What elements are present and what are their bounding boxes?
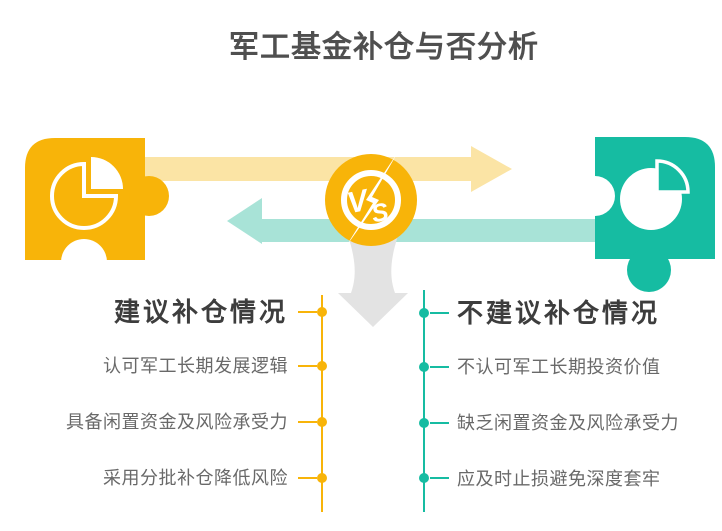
left-timeline xyxy=(298,295,327,512)
right-puzzle-pie-icon xyxy=(575,137,715,292)
right-timeline xyxy=(419,290,449,512)
right-item-3: 应及时止损避免深度套牢 xyxy=(457,469,661,489)
timeline-dot xyxy=(317,361,327,371)
left-item-1: 认可军工长期发展逻辑 xyxy=(103,356,288,376)
page-title: 军工基金补仓与否分析 xyxy=(229,31,539,64)
left-puzzle-pie-icon xyxy=(25,138,169,285)
timeline-dot xyxy=(317,473,327,483)
left-section-header: 建议补仓情况 xyxy=(113,297,288,327)
right-section-header: 不建议补仓情况 xyxy=(457,298,661,328)
right-item-1: 不认可军工长期投资价值 xyxy=(457,357,661,377)
right-item-2: 缺乏闲置资金及风险承受力 xyxy=(457,413,679,433)
timeline-dot xyxy=(317,417,327,427)
left-item-3: 采用分批补仓降低风险 xyxy=(103,468,288,488)
left-item-2: 具备闲置资金及风险承受力 xyxy=(66,412,288,432)
timeline-dot xyxy=(317,307,327,317)
arrow-right-icon xyxy=(145,146,512,192)
vs-bolt-icon xyxy=(345,152,398,248)
timeline-dot xyxy=(419,418,429,428)
timeline-dot xyxy=(419,362,429,372)
timeline-dot xyxy=(419,308,429,318)
vs-badge-icon: V S xyxy=(325,152,417,248)
timeline-dot xyxy=(419,473,429,483)
down-arrow-icon xyxy=(338,230,408,327)
